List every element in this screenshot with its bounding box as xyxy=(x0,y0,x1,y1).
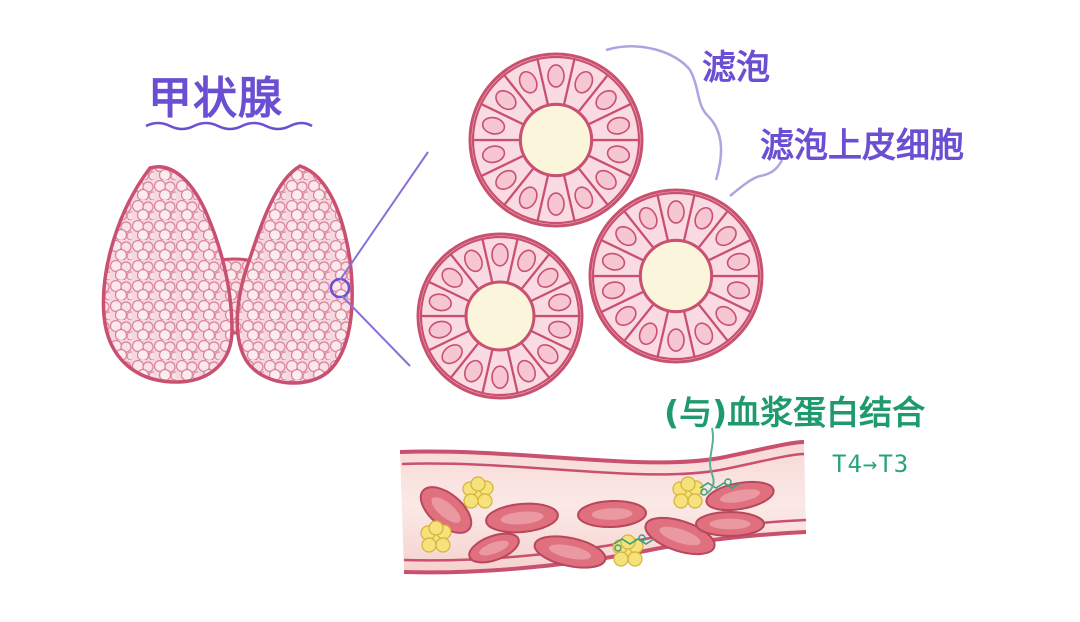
cell-nucleus xyxy=(537,344,559,365)
colloid xyxy=(639,239,713,313)
protein-bound-hormone-icon xyxy=(613,534,655,552)
cell-nucleus xyxy=(615,225,637,247)
follicle-callout-line xyxy=(605,45,723,181)
label-follicular-epithelial-cell: 滤泡上皮细胞 xyxy=(760,126,964,166)
cell-nucleus xyxy=(481,145,506,164)
cell-nucleus xyxy=(667,200,685,224)
zoom-line-bottom xyxy=(341,295,411,367)
cell-nucleus xyxy=(517,249,537,273)
label-follicle: 滤泡 xyxy=(702,48,770,88)
hormone-molecule-icon xyxy=(612,534,644,567)
cell-nucleus xyxy=(441,344,463,365)
cell-nucleus xyxy=(495,89,517,111)
hormone-molecule-icon xyxy=(462,476,494,509)
label-t4-to-t3: T4→T3 xyxy=(832,450,910,478)
protein-bound-hormone-icon xyxy=(699,478,741,496)
cell-nucleus xyxy=(638,322,658,346)
cell-nucleus xyxy=(518,186,538,210)
colloid xyxy=(519,103,593,177)
title-underline xyxy=(145,121,313,131)
cell-nucleus xyxy=(547,64,565,88)
follicle xyxy=(416,232,584,400)
red-blood-cell-icon xyxy=(705,480,775,512)
follicle-cluster-icon xyxy=(416,52,764,400)
zoom-line-top xyxy=(339,151,429,281)
binding-callout-line xyxy=(705,427,715,495)
cell-nucleus xyxy=(518,70,538,94)
red-blood-cell-icon xyxy=(644,516,716,556)
cell-nucleus xyxy=(726,252,751,271)
cell-nucleus xyxy=(601,252,626,271)
cell-nucleus xyxy=(481,116,506,135)
hormone-molecules xyxy=(420,476,741,567)
red-blood-cell-icon xyxy=(485,502,559,534)
cell-nucleus xyxy=(463,359,483,383)
title-thyroid: 甲状腺 xyxy=(148,73,283,124)
cell-nucleus xyxy=(537,267,559,288)
red-blood-cell-icon xyxy=(577,499,647,529)
cell-nucleus xyxy=(441,267,463,288)
cell-nucleus xyxy=(548,320,572,339)
cell-nucleus xyxy=(606,145,631,164)
cell-nucleus xyxy=(428,320,452,339)
follicle xyxy=(588,188,764,364)
cell-nucleus xyxy=(694,322,714,346)
thyroid-gland-icon xyxy=(101,164,354,385)
red-blood-cell-icon xyxy=(695,511,765,537)
cell-nucleus xyxy=(715,225,737,247)
cell-nucleus xyxy=(615,305,637,327)
cell-nucleus xyxy=(638,206,658,230)
cell-nucleus xyxy=(428,293,452,312)
cell-nucleus xyxy=(715,305,737,327)
cell-nucleus xyxy=(574,186,594,210)
red-blood-cells xyxy=(419,480,775,569)
cell-nucleus xyxy=(726,281,751,300)
cell-nucleus xyxy=(491,242,509,267)
red-blood-cell-icon xyxy=(468,532,520,564)
cell-nucleus xyxy=(574,70,594,94)
epithelial-callout-line xyxy=(729,159,784,197)
cell-nucleus xyxy=(491,365,509,390)
cell-nucleus xyxy=(548,293,572,312)
label-plasma-protein-binding: (与)血浆蛋白结合 xyxy=(664,393,926,432)
cell-nucleus xyxy=(694,206,714,230)
red-blood-cell-icon xyxy=(533,535,607,569)
hormone-molecule-icon xyxy=(420,520,452,553)
cell-nucleus xyxy=(463,249,483,273)
cell-nucleus xyxy=(495,169,517,191)
cell-nucleus xyxy=(595,169,617,191)
cell-nucleus xyxy=(547,192,565,216)
follicle xyxy=(468,52,644,228)
cell-nucleus xyxy=(606,116,631,135)
cell-nucleus xyxy=(667,328,685,352)
hormone-molecule-icon xyxy=(672,476,704,509)
cell-nucleus xyxy=(601,281,626,300)
cell-nucleus xyxy=(517,359,537,383)
colloid xyxy=(465,281,535,351)
cell-nucleus xyxy=(595,89,617,111)
